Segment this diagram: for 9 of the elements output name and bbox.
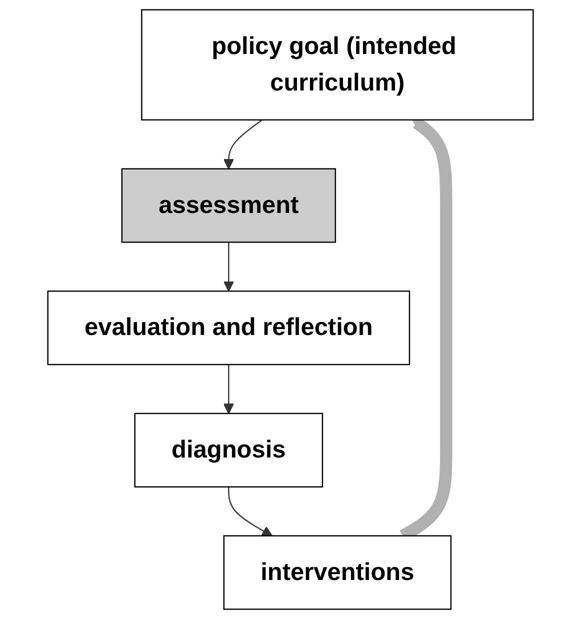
node-box [134, 412, 324, 488]
arrow [223, 119, 262, 170]
node-box [223, 535, 452, 610]
node-box [141, 9, 534, 120]
node-box [121, 168, 336, 243]
arrow [223, 364, 234, 414]
node-box [47, 290, 410, 366]
arrow [223, 242, 234, 292]
arrow [228, 486, 273, 536]
